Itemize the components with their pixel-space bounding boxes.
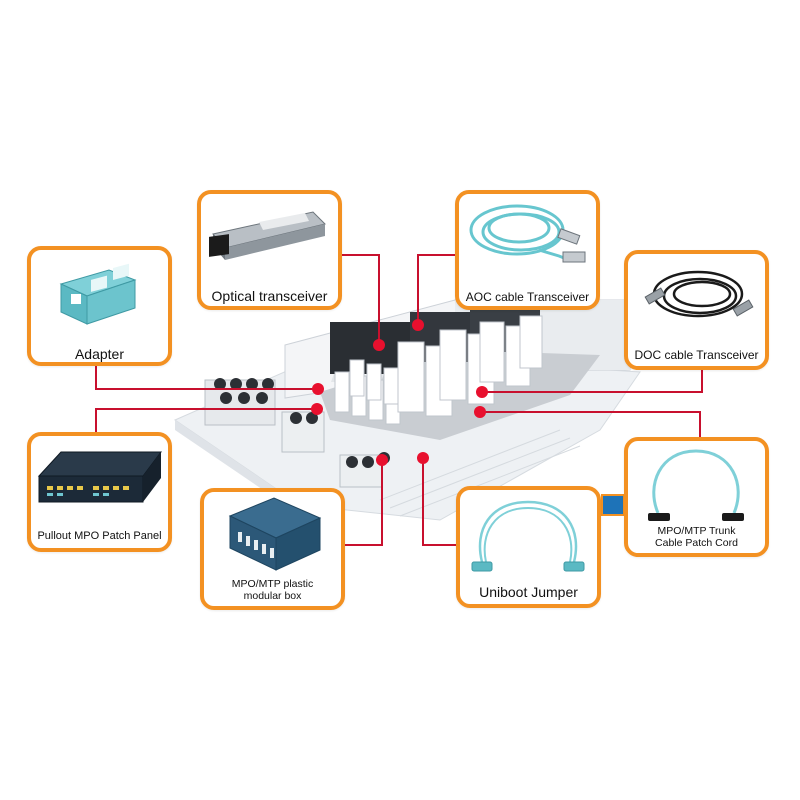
callout-label: Uniboot Jumper	[479, 584, 578, 600]
callout-mpo-box[interactable]: MPO/MTP plastic modular box	[200, 488, 345, 610]
callout-label: Pullout MPO Patch Panel	[37, 530, 162, 542]
connector-dot	[373, 339, 385, 351]
connector-dot	[412, 319, 424, 331]
connector-dot	[312, 383, 324, 395]
modular-box-icon	[228, 497, 322, 571]
callout-uniboot-jumper[interactable]: Uniboot Jumper	[456, 486, 601, 608]
callout-label-line: Cable Patch Cord	[655, 537, 738, 550]
connector-uniboot-jumper	[422, 458, 460, 546]
connector-pullout-panel	[95, 408, 317, 432]
callout-label-line: modular box	[243, 590, 302, 603]
callout-label: DOC cable Transceiver	[634, 348, 759, 362]
callout-label: MPO/MTP Trunk Cable Patch Cord	[628, 525, 765, 549]
connector-dot	[474, 406, 486, 418]
trunk-cable-icon	[648, 449, 744, 521]
connector-dots	[311, 319, 488, 466]
callout-optical-transceiver[interactable]: Optical transceiver	[197, 190, 342, 310]
uniboot-jumper-icon	[471, 500, 585, 572]
callout-label-line: MPO/MTP Trunk	[657, 525, 736, 537]
connector-mpo-box	[345, 460, 383, 546]
connector-doc-cable	[482, 370, 703, 393]
connector-aoc-cable	[417, 254, 455, 325]
callout-label: Adapter	[74, 346, 125, 362]
blue-tag-icon	[601, 494, 625, 516]
connector-dot	[417, 452, 429, 464]
callout-label-line: MPO/MTP plastic	[231, 578, 314, 590]
aoc-cable-icon	[469, 204, 586, 263]
callout-label: Optical transceiver	[211, 288, 328, 304]
connector-adapter	[95, 366, 318, 390]
connector-dot	[476, 386, 488, 398]
callout-mpo-trunk[interactable]: MPO/MTP Trunk Cable Patch Cord	[624, 437, 769, 557]
callout-label: AOC cable Transceiver	[465, 290, 590, 304]
dac-cable-icon	[644, 270, 754, 318]
data-center-illustration	[173, 299, 641, 521]
callout-label: MPO/MTP plastic modular box	[204, 578, 341, 602]
callout-pullout-panel[interactable]: Pullout MPO Patch Panel	[27, 432, 172, 552]
callout-doc-cable[interactable]: DOC cable Transceiver	[624, 250, 769, 370]
patch-panel-icon	[37, 451, 162, 503]
callout-adapter[interactable]: Adapter	[27, 246, 172, 366]
fiber-adapter-icon	[59, 263, 137, 325]
callout-aoc-cable[interactable]: AOC cable Transceiver	[455, 190, 600, 310]
sfp-module-icon	[209, 211, 326, 260]
connector-mpo-trunk	[480, 411, 701, 437]
connector-dot	[311, 403, 323, 415]
connector-optical-transceiver	[342, 254, 380, 345]
connector-dot	[376, 454, 388, 466]
connector-lines	[95, 254, 703, 546]
